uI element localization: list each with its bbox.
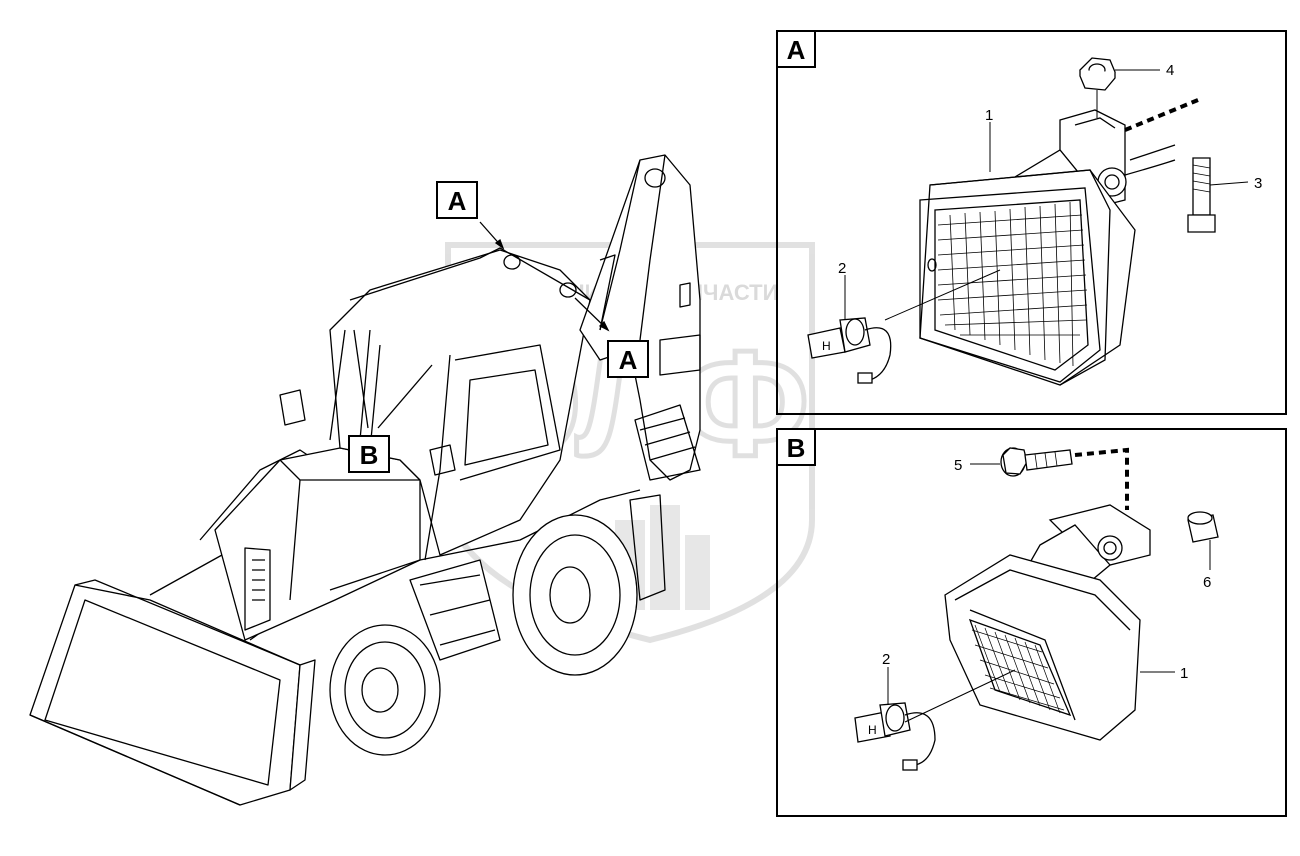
callout-a-2: 2 [838,260,846,277]
operator-cab [279,247,591,561]
overview-label-a-top-text: A [448,186,467,216]
panel-b-label: B [787,433,806,463]
front-wheel [329,624,441,756]
flange-bolt-icon [1000,447,1073,477]
rear-wheel [512,514,638,676]
panel-b-callout-lines [887,463,1211,723]
work-lamp-b [944,504,1151,741]
engine-hood [214,447,421,641]
overview-label-a-top: A [436,181,478,219]
panel-a-callout-lines [844,69,1249,321]
overview-label-a-mid: A [607,340,649,378]
callout-b-5: 5 [954,457,962,474]
callout-b-2: 2 [882,651,890,668]
overview-label-b-text: B [360,440,379,470]
panel-b-dashed-line [1074,447,1129,510]
backhoe-loader-drawing [29,154,701,806]
overview-pointers [353,221,610,429]
callout-a-3: 3 [1254,175,1262,192]
panel-a-callouts: 1 2 3 4 [838,62,1262,277]
overview-label-b: B [348,435,390,473]
svg-text:H: H [822,339,831,353]
bolt-icon [1187,157,1216,233]
stabilizer [629,494,666,601]
callout-b-1: 1 [1180,665,1188,682]
overview-label-a-mid-text: A [619,345,638,375]
bulb-b-icon: H [854,702,936,771]
panel-a-dashed-line [1124,98,1199,132]
panel-a-label: A [787,35,806,65]
callout-a-4: 4 [1166,62,1174,79]
detail-panel-a: A [776,30,1287,415]
bulb-icon: H [807,317,892,384]
callout-a-1: 1 [985,107,993,124]
panel-b-callouts: 1 2 5 6 [882,457,1211,682]
lamp-b-grille [971,624,1065,714]
detail-panel-b: B [776,428,1287,817]
spacer-icon [1187,511,1219,543]
nut-icon [1079,57,1116,91]
work-lamp-a [919,109,1176,386]
svg-text:H: H [868,723,877,737]
callout-b-6: 6 [1203,574,1211,591]
steps-chassis [329,489,641,661]
lamp-a-grille [937,201,1088,367]
front-bucket [29,579,316,806]
